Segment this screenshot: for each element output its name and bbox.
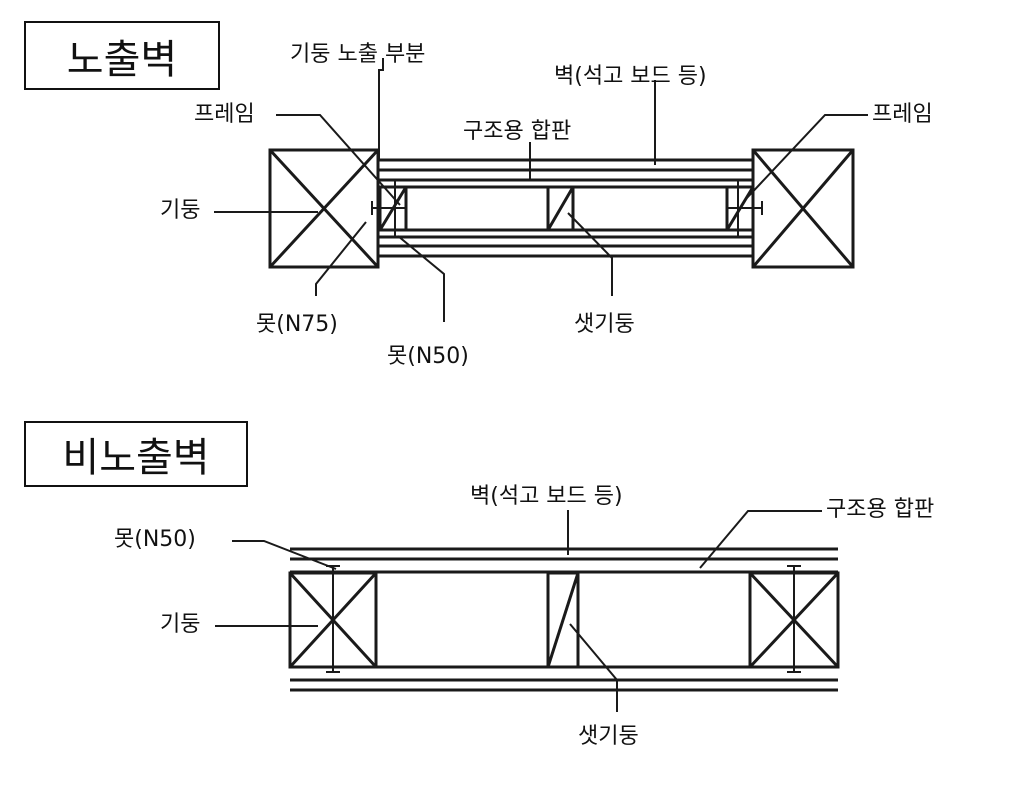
label-column-nonexposed: 기둥 (160, 612, 201, 637)
nonexposed-wall-title: 비노출벽 (24, 421, 248, 487)
label-wall-exposed: 벽(석고 보드 등) (554, 64, 707, 89)
label-nail-n50-exposed: 못(N50) (387, 344, 469, 369)
leader-stud-nonexposed (569, 623, 618, 712)
label-plywood-nonexposed: 구조용 합판 (826, 497, 935, 522)
label-column-exposed: 기둥 (160, 198, 201, 223)
exposed-wall-title: 노출벽 (24, 21, 220, 90)
leader-plywood-nonexposed (699, 510, 822, 569)
leader-frame-left (276, 114, 401, 206)
leader-nail-nonexposed (232, 540, 337, 570)
label-frame-left: 프레임 (194, 102, 255, 127)
label-plywood-exposed: 구조용 합판 (463, 119, 572, 144)
label-stud-exposed: 샛기둥 (574, 312, 635, 337)
label-wall-nonexposed: 벽(석고 보드 등) (470, 484, 623, 509)
label-column-exposed-part: 기둥 노출 부분 (290, 42, 426, 67)
exposed-wall-drawing (214, 58, 868, 322)
nonexposed-wall-drawing (215, 510, 840, 712)
leader-nail-n75 (315, 221, 367, 296)
leader-frame-right (744, 114, 868, 201)
label-frame-right: 프레임 (872, 102, 933, 127)
label-stud-nonexposed: 샛기둥 (578, 724, 639, 749)
label-nail-n75: 못(N75) (256, 312, 338, 337)
leader-column-exposed (378, 58, 384, 160)
leader-stud-exposed (567, 212, 613, 296)
label-nail-nonexposed: 못(N50) (114, 527, 196, 552)
leader-nail-n50 (397, 235, 445, 322)
